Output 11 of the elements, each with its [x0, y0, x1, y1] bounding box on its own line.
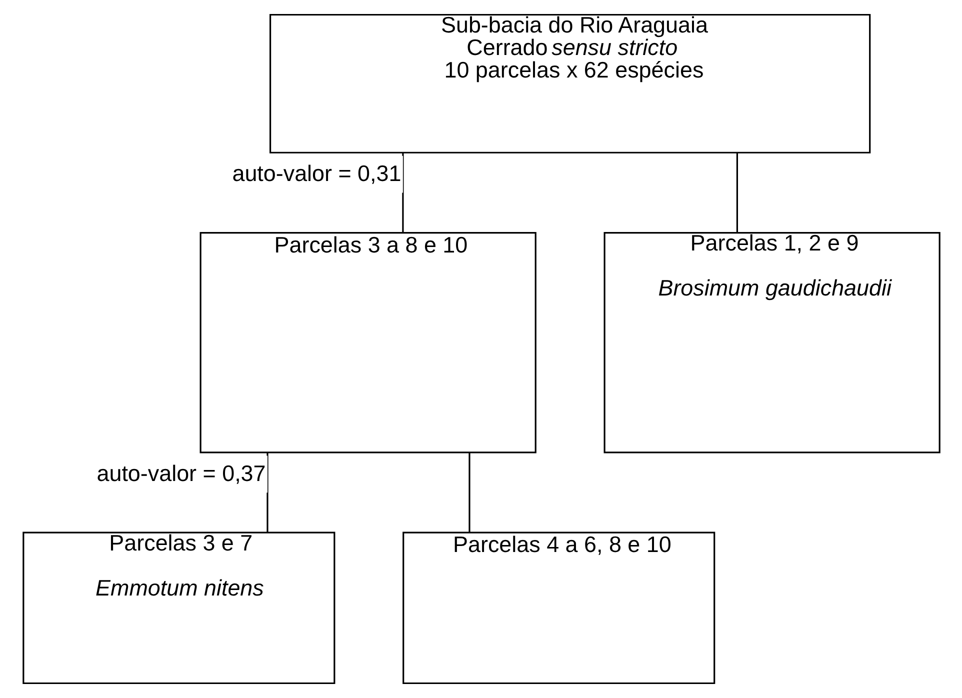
edge-label: auto-valor = 0,37: [96, 460, 266, 486]
node-box: Parcelas 3 a 8 e 10: [199, 232, 536, 454]
connector: [402, 153, 404, 232]
node-box: Parcelas 4 a 6, 8 e 10: [402, 532, 715, 684]
connector: [736, 153, 738, 232]
connector: [266, 452, 268, 532]
connector: [468, 452, 470, 532]
node-box: Parcelas 1, 2 e 9 Brosimum gaudichaudii: [603, 232, 940, 454]
node-box: Sub-bacia do Rio Araguaia Cerrado sensu stricto 10 parcelas x 62 espécies: [268, 14, 870, 154]
node-box: Parcelas 3 e 7 Emmotum nitens: [22, 532, 335, 684]
edge-label: auto-valor = 0,31: [232, 161, 401, 186]
